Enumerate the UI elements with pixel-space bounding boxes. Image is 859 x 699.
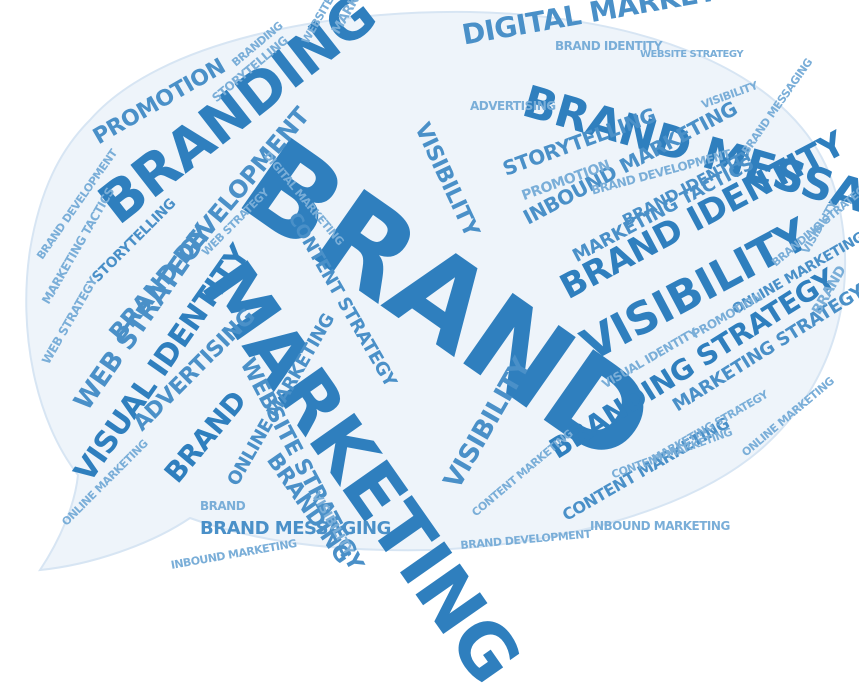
cloud-word: INBOUND MARKETING	[590, 519, 730, 533]
cloud-word: WEBSITE STRATEGY	[640, 49, 744, 60]
cloud-word: BRAND MESSAGING	[200, 518, 391, 539]
cloud-word: BRAND	[200, 499, 246, 513]
speech-bubble-shape	[25, 10, 847, 572]
cloud-word: BRAND IDENTITY	[555, 39, 663, 53]
cloud-word: ADVERTISING	[470, 99, 556, 113]
